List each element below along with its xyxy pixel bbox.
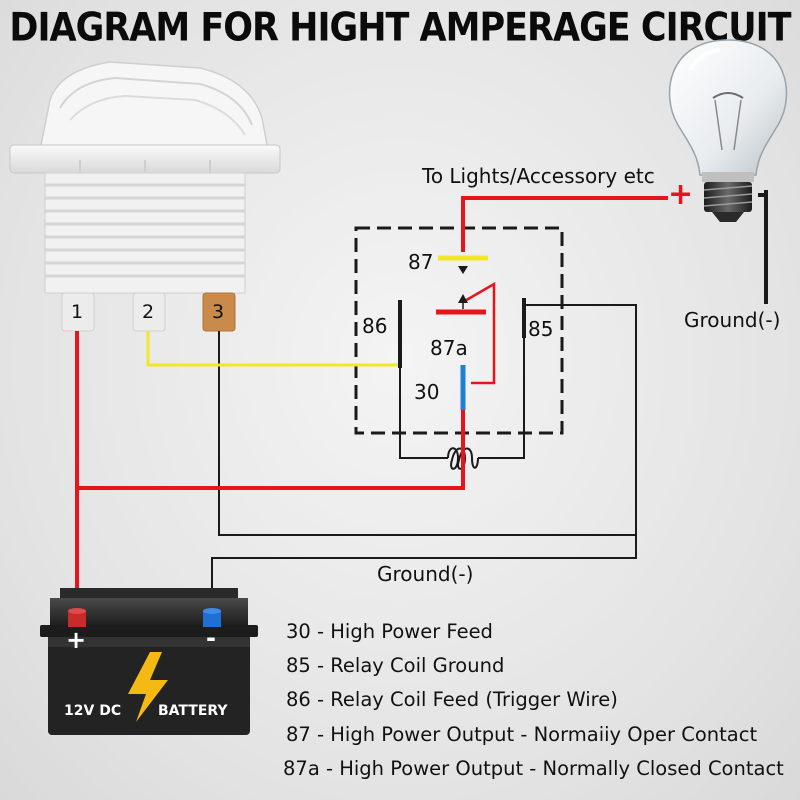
legend-item: 86 - Relay Coil Feed (Trigger Wire) [286, 688, 618, 711]
relay-pin-85-label: 85 [528, 317, 554, 341]
power-wires [75, 196, 668, 610]
to-lights-label: To Lights/Accessory etc [422, 164, 655, 188]
legend-item: 85 - Relay Coil Ground [286, 654, 505, 677]
relay-pin-86-label: 86 [362, 314, 388, 338]
relay-internals [398, 255, 526, 410]
relay-pin-87a-label: 87a [430, 336, 468, 360]
bulb-terminals [758, 190, 768, 304]
battery-plus-sign: + [66, 626, 87, 654]
diagram-title: DIAGRAM FOR HIGHT AMPERAGE CIRCUIT [9, 6, 791, 51]
battery-minus-sign: - [206, 624, 216, 652]
trigger-wire [146, 331, 400, 367]
light-bulb-icon [668, 39, 788, 222]
legend-item: 87 - High Power Output - Normaiiy Oper C… [286, 723, 758, 746]
battery-name-label: BATTERY [158, 703, 228, 719]
ground-wires [211, 304, 637, 610]
legend-item: 30 - High Power Feed [286, 620, 493, 643]
switch-pin-1-label: 1 [71, 301, 84, 323]
ground-label-top: Ground(-) [684, 308, 781, 332]
battery-voltage-label: 12V DC [64, 703, 122, 719]
switch-pin-3-label: 3 [212, 301, 225, 323]
rocker-switch [9, 61, 281, 332]
ground-label-bottom: Ground(-) [377, 562, 474, 586]
relay-pin-87-label: 87 [408, 250, 434, 274]
bulb-plus-sign: + [668, 177, 694, 212]
legend-item: 87a - High Power Output - Normally Close… [283, 757, 784, 780]
switch-pin-2-label: 2 [142, 301, 155, 323]
relay-outline [354, 226, 564, 435]
battery-icon [40, 588, 258, 735]
relay-pin-30-label: 30 [414, 380, 440, 404]
